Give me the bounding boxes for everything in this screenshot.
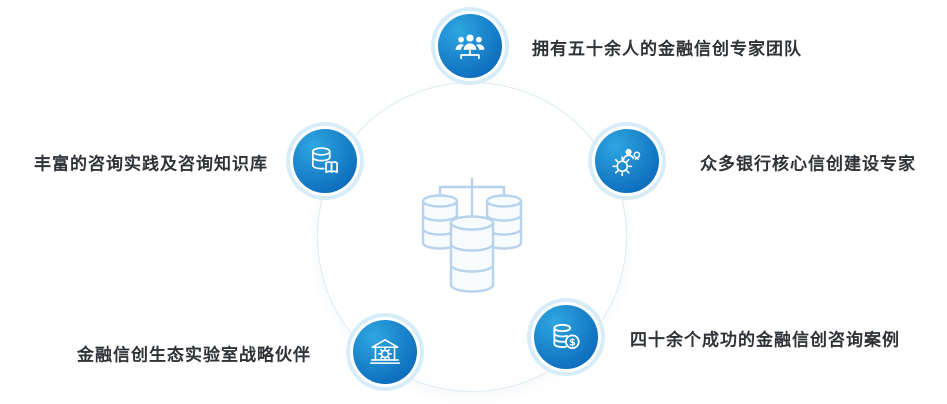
- node-cases: $: [534, 305, 598, 369]
- team-icon: [455, 34, 485, 60]
- label-team: 拥有五十余人的金融信创专家团队: [532, 39, 802, 59]
- bank-gear-icon: [369, 339, 401, 364]
- node-knowledge: [293, 129, 357, 193]
- database-book-icon: [311, 147, 338, 174]
- expert-gear-icon: [612, 148, 641, 177]
- label-experts: 众多银行核心信创建设专家: [700, 154, 916, 174]
- svg-text:$: $: [569, 337, 576, 348]
- coins-dollar-icon: $: [553, 323, 580, 350]
- label-knowledge: 丰富的咨询实践及咨询知识库: [34, 154, 268, 174]
- node-experts: [595, 129, 659, 193]
- node-team: [438, 14, 502, 78]
- label-partner: 金融信创生态实验室战略伙伴: [77, 345, 311, 365]
- label-cases: 四十余个成功的金融信创咨询案例: [630, 330, 900, 350]
- node-partner: [353, 320, 417, 384]
- database-cluster-icon: [421, 177, 523, 293]
